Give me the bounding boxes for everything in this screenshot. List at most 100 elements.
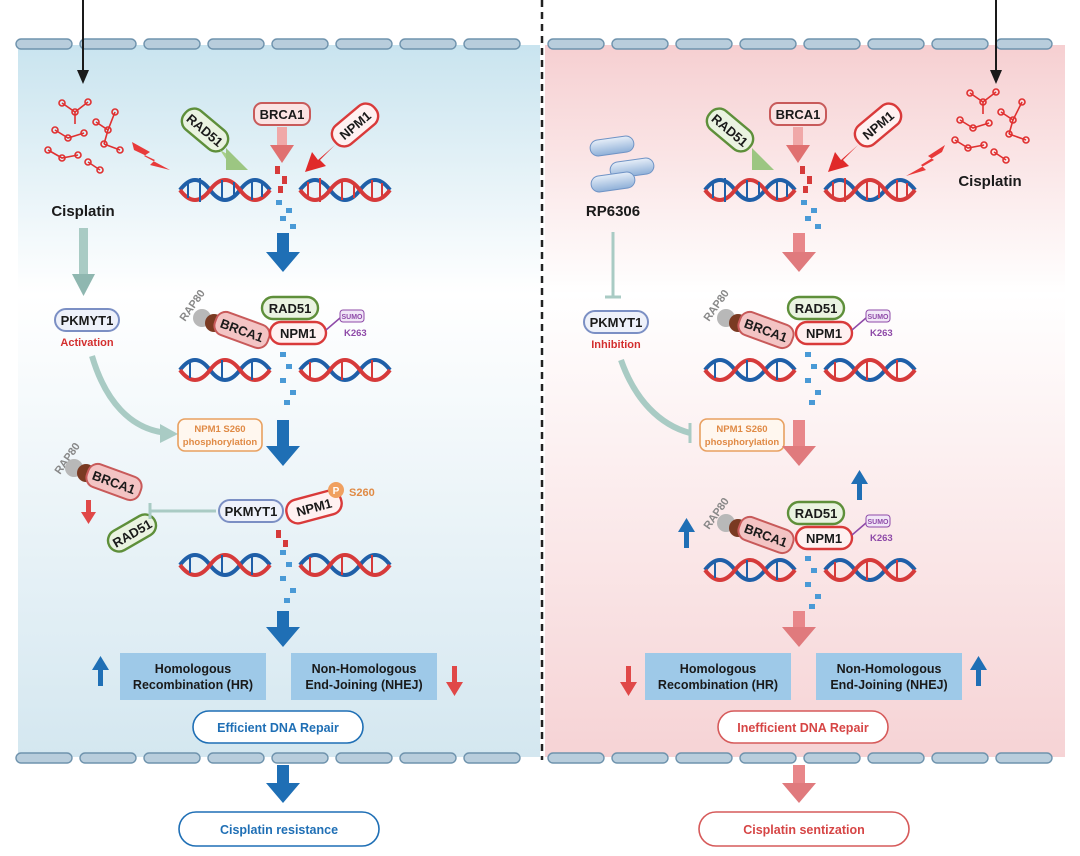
left-pkmyt1-pill xyxy=(54,308,120,332)
right-repair-outcome-box xyxy=(717,710,889,744)
left-repair-outcome-label: Efficient DNA Repair xyxy=(217,721,339,735)
right-hr-box xyxy=(645,653,791,700)
right-nhej-box xyxy=(816,653,962,700)
right-complex-2: RAP80 BRCA1 RAD51 NPM1 SUMO K263 xyxy=(702,496,893,555)
svg-text:K263: K263 xyxy=(344,328,367,339)
right-mid-dna xyxy=(703,352,917,405)
right-flow-arrow-1 xyxy=(782,233,816,272)
bottom-membrane xyxy=(15,752,1053,764)
left-activation-curve-arrowhead xyxy=(160,424,178,443)
right-nhej-line1: Non-Homologous xyxy=(837,662,942,676)
left-decrease-arrow xyxy=(81,500,96,524)
right-hr-down-arrow xyxy=(620,666,637,696)
right-pkmyt1-label: PKMYT1 xyxy=(590,315,643,330)
left-flow-arrow-3 xyxy=(266,611,300,647)
right-lightning-icon xyxy=(906,145,945,176)
svg-text:NPM1: NPM1 xyxy=(806,531,842,546)
left-p-label: P xyxy=(333,486,340,497)
entry-arrow-left xyxy=(77,0,89,84)
left-phospho-box xyxy=(177,418,263,452)
left-phospho-p-icon xyxy=(328,482,344,498)
left-rad51-top: RAD51 xyxy=(180,107,230,153)
right-phospho-line1: NPM1 S260 xyxy=(716,424,767,435)
entry-arrow-right xyxy=(990,0,1002,84)
left-brca1-arrow xyxy=(270,127,294,163)
right-hr-line2: Recombination (HR) xyxy=(658,678,778,692)
svg-text:K263: K263 xyxy=(870,533,893,544)
right-final-arrow xyxy=(782,765,816,803)
left-rad51-arrow xyxy=(220,148,248,170)
left-pkmyt1-bound-label: PKMYT1 xyxy=(225,504,278,519)
right-repair-outcome-label: Inefficient DNA Repair xyxy=(737,721,869,735)
right-cisplatin-label: Cisplatin xyxy=(958,173,1021,190)
right-final-outcome-label: Cisplatin sentization xyxy=(743,823,865,837)
svg-text:NPM1: NPM1 xyxy=(280,326,316,341)
left-final-outcome-box xyxy=(178,811,380,847)
left-mid-dna xyxy=(178,352,392,405)
left-pkmyt1-bound-pill xyxy=(218,499,284,523)
left-hr-line1: Homologous xyxy=(155,662,231,676)
right-nhej-line2: End-Joining (NHEJ) xyxy=(830,678,947,692)
left-activation-curve-arrow xyxy=(89,355,169,436)
right-phospho-box xyxy=(699,418,785,452)
cisplatin-molecules-icon xyxy=(44,98,124,174)
right-cisplatin-molecules-icon xyxy=(951,88,1030,164)
right-bottom-dna xyxy=(703,556,917,609)
right-top-dna xyxy=(703,166,917,229)
left-flow-arrow-2 xyxy=(266,420,300,466)
svg-text:SUMO: SUMO xyxy=(868,519,890,526)
left-nhej-line1: Non-Homologous xyxy=(312,662,417,676)
left-hr-line2: Recombination (HR) xyxy=(133,678,253,692)
left-top-dna xyxy=(178,166,392,229)
right-flow-arrow-3 xyxy=(782,611,816,647)
rp6306-drug-icon xyxy=(589,135,655,193)
left-brca1-top-pill xyxy=(253,102,311,126)
left-bottom-dna xyxy=(178,530,392,603)
right-inhibition-curve xyxy=(618,359,691,436)
left-nhej-down-arrow xyxy=(446,666,463,696)
left-s260-label: S260 xyxy=(349,487,375,499)
left-cisplatin-label: Cisplatin xyxy=(51,203,114,220)
right-flow-arrow-2 xyxy=(782,420,816,466)
left-nhej-line2: End-Joining (NHEJ) xyxy=(305,678,422,692)
right-brca1-top-pill xyxy=(769,102,827,126)
right-pkmyt1-pill xyxy=(583,310,649,334)
right-hr-line1: Homologous xyxy=(680,662,756,676)
right-brca1-arrow xyxy=(786,127,810,163)
left-inhibit-line xyxy=(148,503,216,519)
svg-text:K263: K263 xyxy=(870,328,893,339)
left-nhej-box xyxy=(291,653,437,700)
left-activation-label: Activation xyxy=(60,337,113,349)
svg-text:NPM1: NPM1 xyxy=(806,326,842,341)
left-cisplatin-to-pkmyt1-arrow xyxy=(72,228,95,296)
rp6306-label: RP6306 xyxy=(586,203,640,220)
left-npm1-phospho: NPM1 xyxy=(285,489,343,525)
right-rad51-arrow xyxy=(752,148,774,170)
lightning-icon xyxy=(132,142,170,170)
left-repair-outcome-box xyxy=(192,710,364,744)
right-inhibition-label: Inhibition xyxy=(591,339,641,351)
right-phospho-line2: phosphorylation xyxy=(705,437,780,448)
left-hr-up-arrow xyxy=(92,656,109,686)
left-phospho-line2: phosphorylation xyxy=(183,437,258,448)
rp6306-inhibit-line xyxy=(605,232,621,299)
right-npm1-arrow xyxy=(828,145,858,172)
svg-text:RAD51: RAD51 xyxy=(795,506,838,521)
left-phospho-line1: NPM1 S260 xyxy=(194,424,245,435)
svg-text:SUMO: SUMO xyxy=(868,314,890,321)
svg-text:SUMO: SUMO xyxy=(342,314,364,321)
left-brca1-top-label: BRCA1 xyxy=(260,107,305,122)
left-final-arrow xyxy=(266,765,300,803)
right-up-arrow-brca1 xyxy=(678,518,695,548)
svg-text:RAD51: RAD51 xyxy=(795,301,838,316)
right-nhej-up-arrow xyxy=(970,656,987,686)
right-up-arrow-rad51 xyxy=(851,470,868,500)
left-final-outcome-label: Cisplatin resistance xyxy=(220,823,338,837)
left-pkmyt1-label: PKMYT1 xyxy=(61,313,114,328)
right-final-outcome-box xyxy=(698,811,910,847)
left-npm1-arrow xyxy=(305,145,335,172)
left-flow-arrow-1 xyxy=(266,233,300,272)
svg-text:RAD51: RAD51 xyxy=(269,301,312,316)
left-hr-box xyxy=(120,653,266,700)
